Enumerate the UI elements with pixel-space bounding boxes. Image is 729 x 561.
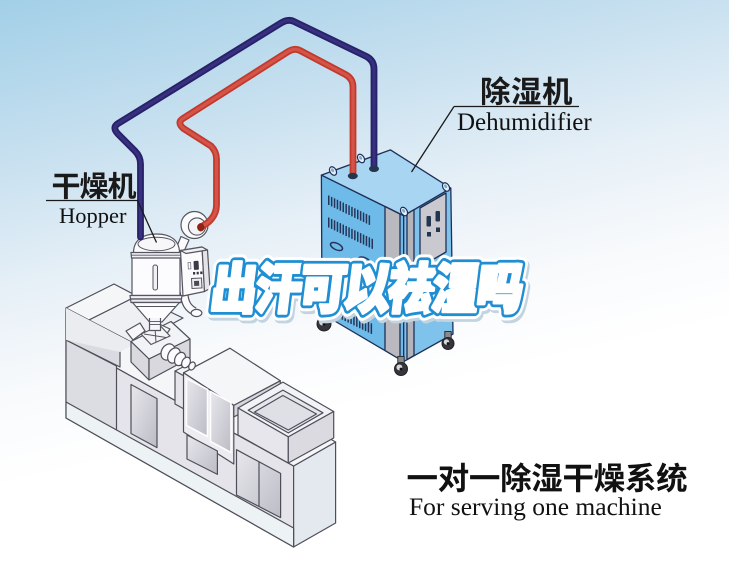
- svg-text:Dehumidifier: Dehumidifier: [457, 109, 592, 136]
- svg-text:Hopper: Hopper: [59, 203, 127, 228]
- svg-text:For serving one machine: For serving one machine: [409, 492, 662, 521]
